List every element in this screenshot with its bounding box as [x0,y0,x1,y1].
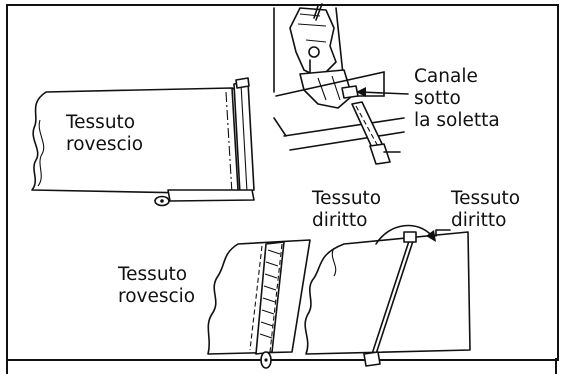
label-fabric-wrong-side-bottom: Tessuto rovescio [118,264,196,307]
fabric-panels-bottom-illustration [207,224,471,369]
fabric-wrong-side-top-illustration [31,77,255,207]
frame-tail-right [555,358,557,374]
label-presser-foot-channel: Canale sotto la soletta [414,66,500,131]
label-fabric-right-side-left: Tessuto diritto [312,188,382,231]
diagram-frame [6,4,559,361]
label-fabric-wrong-side-top: Tessuto rovescio [66,112,144,155]
frame-tail-left [6,358,8,374]
label-fabric-right-side-right: Tessuto diritto [451,188,521,231]
presser-foot-illustration [273,3,409,165]
